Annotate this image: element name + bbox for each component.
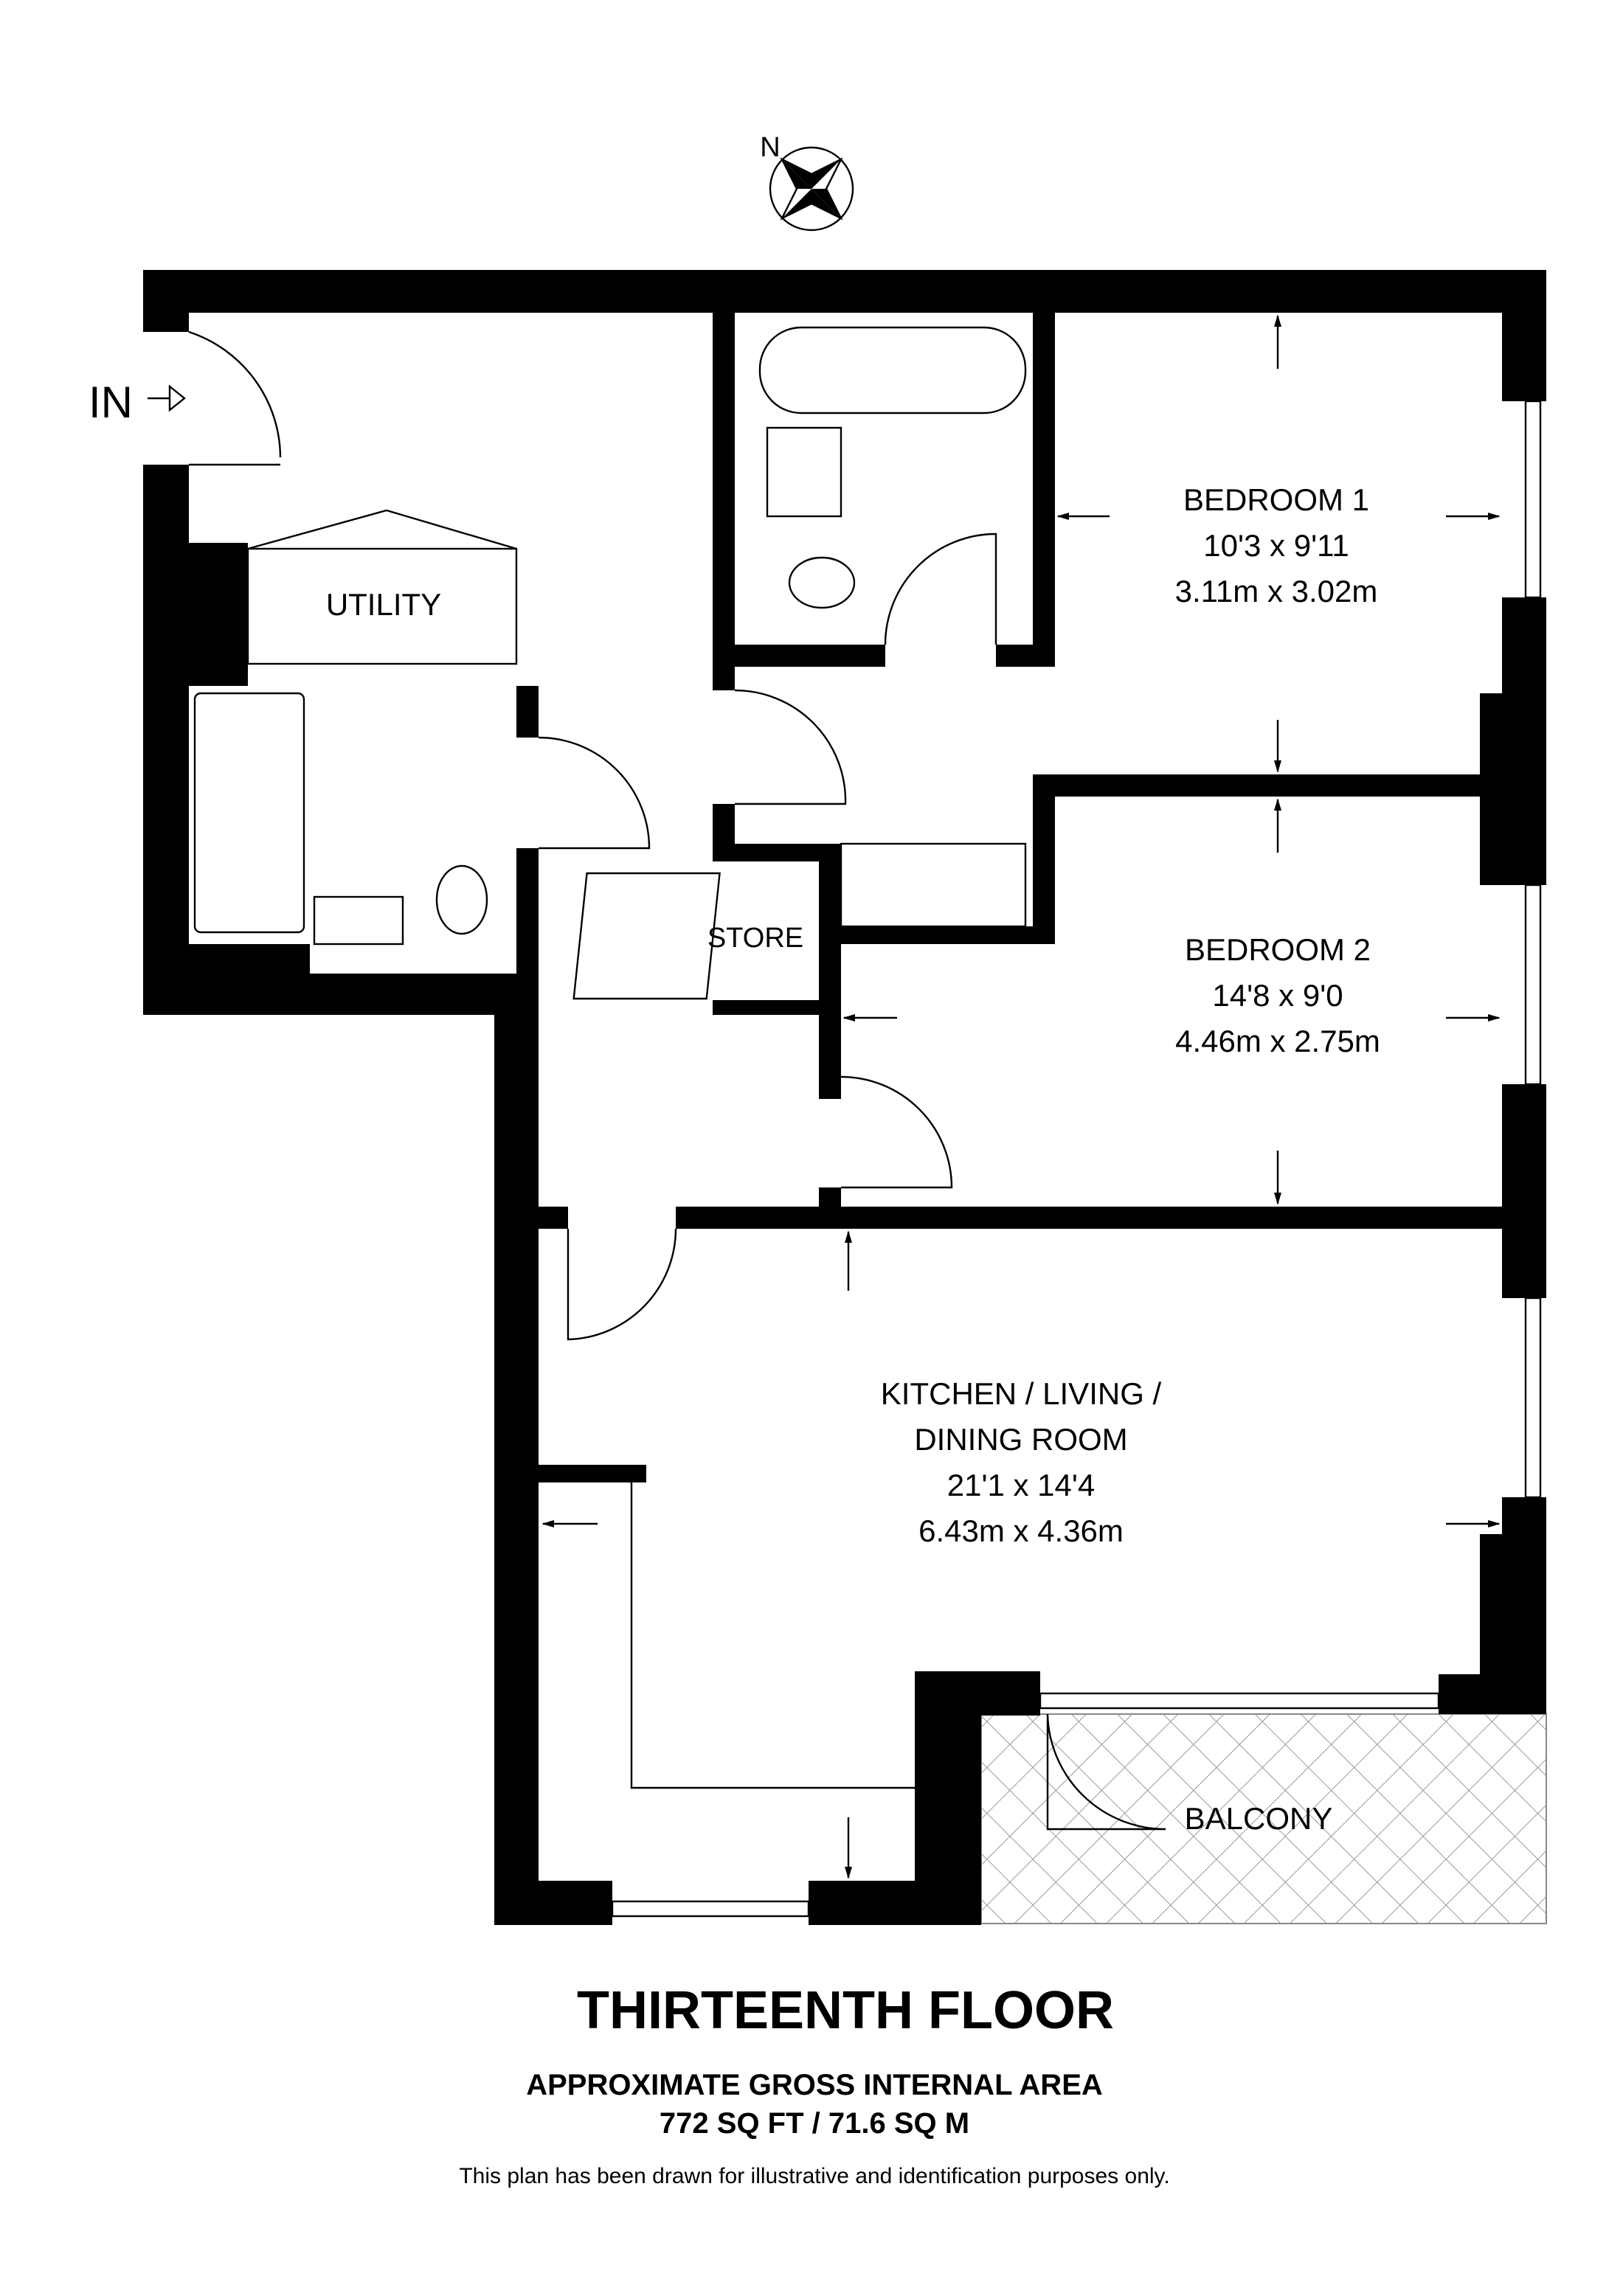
entrance-marker: IN — [89, 378, 186, 427]
entrance-label: IN — [89, 378, 133, 427]
balcony-area — [980, 1713, 1547, 1924]
walls — [143, 270, 1546, 1925]
kitchen-name-line1: KITCHEN / LIVING / — [881, 1376, 1162, 1411]
kitchen-metric: 6.43m x 4.36m — [918, 1513, 1124, 1548]
kitchen-name-line2: DINING ROOM — [914, 1422, 1127, 1457]
store-label: STORE — [707, 923, 803, 954]
dimension-arrows — [541, 314, 1501, 1879]
bedroom2-metric: 4.46m x 2.75m — [1175, 1024, 1380, 1058]
compass-icon: N — [760, 132, 854, 232]
kitchen-imperial: 21'1 x 14'4 — [947, 1468, 1096, 1502]
utility-label: UTILITY — [326, 587, 441, 622]
floor-title: THIRTEENTH FLOOR — [577, 1981, 1114, 2040]
area-heading: APPROXIMATE GROSS INTERNAL AREA — [526, 2069, 1103, 2101]
bedroom1-name: BEDROOM 1 — [1183, 482, 1369, 517]
fixtures — [188, 326, 1166, 1831]
area-value: 772 SQ FT / 71.6 SQ M — [660, 2107, 969, 2140]
bedroom2-imperial: 14'8 x 9'0 — [1212, 978, 1343, 1013]
bedroom1-metric: 3.11m x 3.02m — [1175, 574, 1378, 608]
balcony-label: BALCONY — [1185, 1801, 1333, 1836]
disclaimer: This plan has been drawn for illustrativ… — [459, 2164, 1169, 2188]
north-label: N — [760, 132, 780, 163]
arrow-right-icon — [148, 384, 186, 412]
bedroom1-imperial: 10'3 x 9'11 — [1203, 528, 1349, 563]
bedroom2-name: BEDROOM 2 — [1185, 932, 1371, 967]
windows — [611, 400, 1542, 1918]
